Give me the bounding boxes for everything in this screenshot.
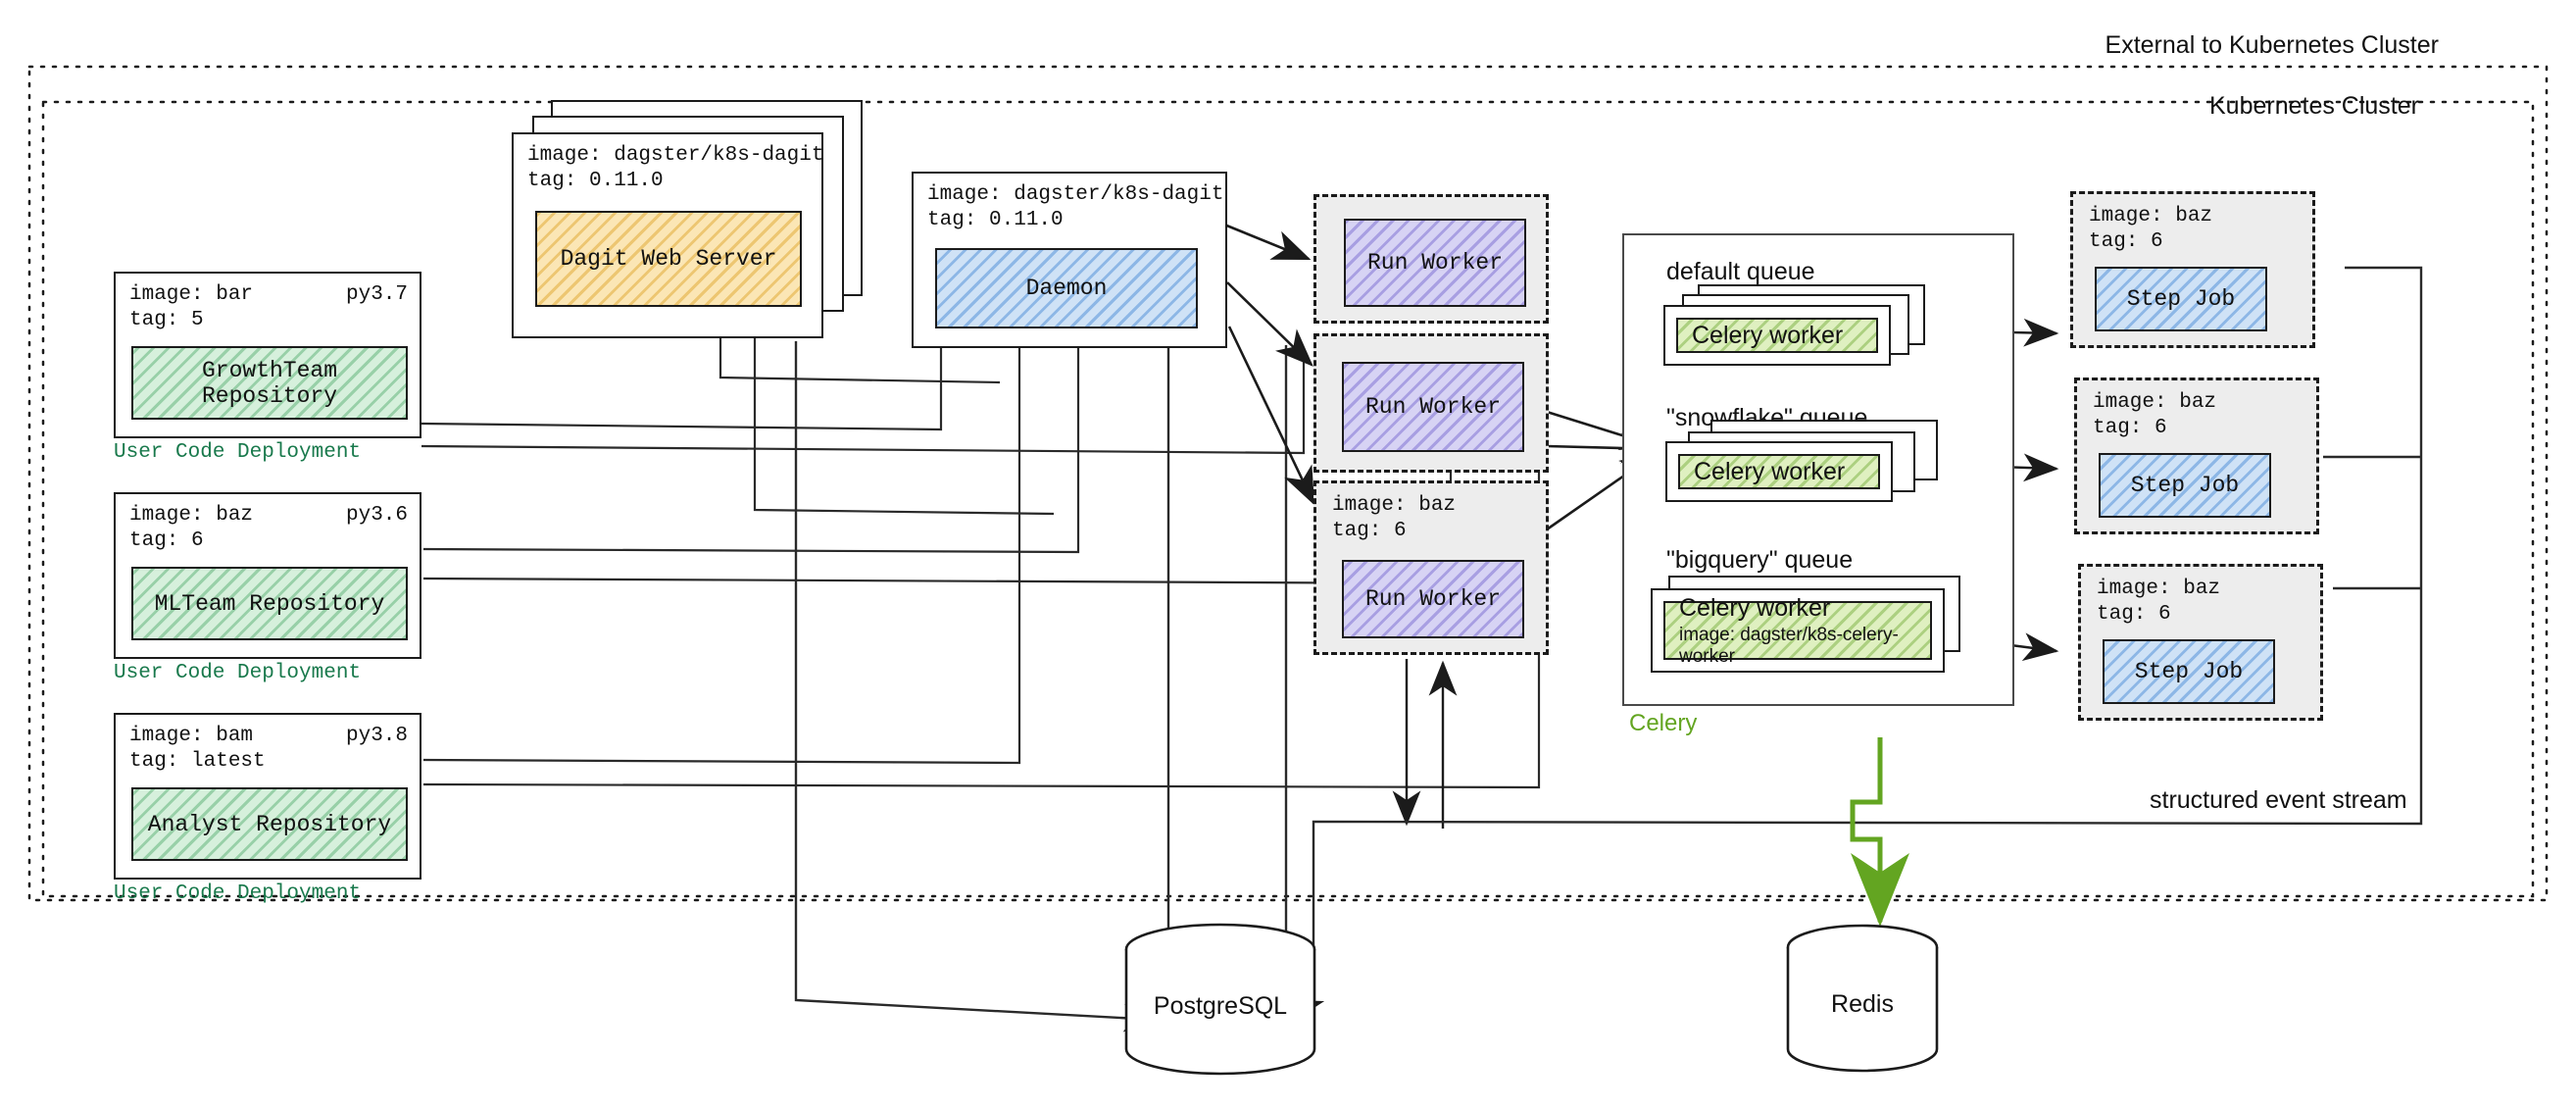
deployment-caption-mlteam: User Code Deployment [114,662,362,684]
python-version-label: py3.6 [345,504,408,527]
queue-label-bigquery: "bigquery" queue [1666,546,1854,574]
tag-label: tag: 6 [1332,520,1407,543]
image-label: image: dagster/k8s-dagit [527,144,824,167]
celery-worker-inner: Celery worker image: dagster/k8s-celery-… [1663,594,1932,667]
run-worker-job-3[interactable]: image: baz tag: 6 Run Worker [1313,480,1549,655]
run-worker-job-1[interactable]: Run Worker [1313,194,1549,324]
image-label: image: dagster/k8s-dagit [927,183,1224,206]
database-label: PostgreSQL [1153,992,1288,1020]
celery-worker-snowflake[interactable]: Celery worker [1665,441,1893,502]
kubernetes-zone-label: Kubernetes Cluster [2208,92,2419,120]
tag-label: tag: 6 [2093,417,2167,440]
celery-worker-inner: Celery worker [1678,454,1880,489]
tag-label: tag: 6 [2089,230,2163,254]
repository-component[interactable]: GrowthTeam Repository [131,346,408,420]
run-worker-postgres-stream [1392,659,1458,829]
pod-meta: image: bam tag: latest py3.8 [116,715,420,780]
tag-label: tag: 6 [129,529,204,553]
image-label: image: bam [129,725,254,747]
daemon-component[interactable]: Daemon [935,248,1198,328]
tag-label: tag: 0.11.0 [927,209,1064,232]
pod-meta: image: baz tag: 6 [2077,380,2316,446]
image-label: image: baz [2093,391,2217,414]
repository-component[interactable]: MLTeam Repository [131,567,408,640]
deployment-caption-growthteam: User Code Deployment [114,441,362,464]
pod-meta: image: baz tag: 6 [2073,194,2312,260]
celery-worker-image-label: image: dagster/k8s-celery-worker [1679,624,1899,667]
celery-to-redis [1850,737,1909,927]
queue-label-default: default queue [1666,258,1815,285]
pod-meta: image: baz tag: 6 [2081,567,2320,632]
repository-component[interactable]: Analyst Repository [131,787,408,861]
image-label: image: baz [129,504,254,527]
step-job-component[interactable]: Step Job [2099,453,2271,518]
image-label: image: bar [129,283,254,306]
image-label: image: baz [1332,494,1457,517]
cylinder-icon [1786,924,1939,1073]
tag-label: tag: latest [129,750,266,774]
celery-caption: Celery [1629,710,1698,736]
pod-meta: image: bar tag: 5 py3.7 [116,274,420,338]
celery-worker-default[interactable]: Celery worker [1663,305,1891,366]
step-job-3[interactable]: image: baz tag: 6 Step Job [2078,564,2323,721]
user-code-deployment-growthteam[interactable]: image: bar tag: 5 py3.7 GrowthTeam Reposi… [114,272,421,438]
celery-worker-label: Celery worker [1694,457,1846,485]
user-code-deployment-analyst[interactable]: image: bam tag: latest py3.8 Analyst Repo… [114,713,421,880]
tag-label: tag: 0.11.0 [527,170,664,193]
celery-worker-inner: Celery worker [1676,318,1878,353]
cylinder-icon [1124,923,1316,1076]
python-version-label: py3.7 [345,283,408,306]
celery-worker-label: Celery worker [1679,593,1831,622]
database-label: Redis [1831,990,1894,1018]
tag-label: tag: 5 [129,309,204,332]
run-worker-job-2[interactable]: Run Worker [1313,333,1549,473]
external-zone-label: External to Kubernetes Cluster [2105,31,2439,59]
step-job-2[interactable]: image: baz tag: 6 Step Job [2074,378,2319,534]
daemon-pod[interactable]: image: dagster/k8s-dagit tag: 0.11.0 Daem… [912,172,1227,348]
tag-label: tag: 6 [2097,603,2171,627]
celery-worker-label: Celery worker [1692,321,1844,349]
pod-meta: image: baz tag: 6 [1316,483,1546,549]
run-worker-component[interactable]: Run Worker [1342,362,1524,452]
database-redis[interactable]: Redis [1784,922,1941,1079]
pod-meta: image: dagster/k8s-dagit tag: 0.11.0 [914,174,1225,238]
step-job-component[interactable]: Step Job [2095,267,2267,331]
step-job-component[interactable]: Step Job [2103,639,2275,704]
daemon-to-run-workers [1223,223,1315,506]
image-label: image: baz [2097,578,2221,600]
run-worker-component[interactable]: Run Worker [1342,560,1524,638]
deployment-caption-analyst: User Code Deployment [114,882,362,905]
celery-worker-bigquery[interactable]: Celery worker image: dagster/k8s-celery-… [1651,588,1945,673]
step-job-1[interactable]: image: baz tag: 6 Step Job [2070,191,2315,348]
database-postgresql[interactable]: PostgreSQL [1122,922,1318,1079]
run-worker-component[interactable]: Run Worker [1344,219,1526,307]
dagit-web-server-pod[interactable]: image: dagster/k8s-dagit tag: 0.11.0 Dagi… [512,132,823,338]
python-version-label: py3.8 [345,725,408,747]
dagit-component[interactable]: Dagit Web Server [535,211,802,307]
pod-meta: image: dagster/k8s-dagit tag: 0.11.0 [514,134,824,199]
db-connectors [794,341,1298,1032]
event-stream-label: structured event stream [2150,786,2407,814]
image-label: image: baz [2089,205,2213,227]
